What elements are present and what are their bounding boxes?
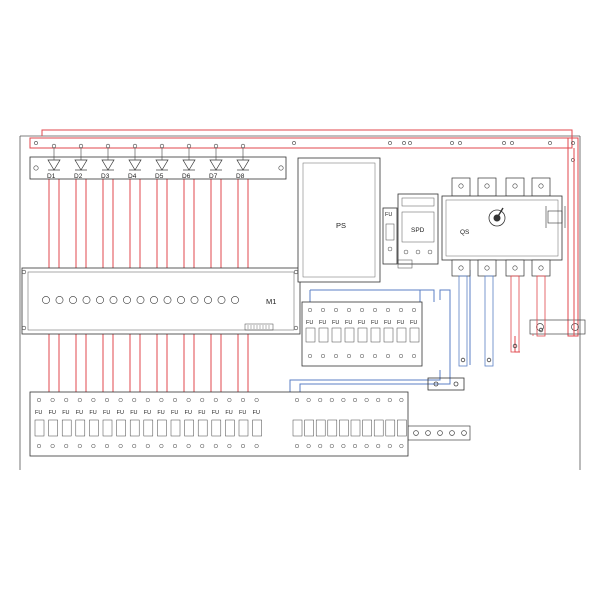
bottom-fuse-18 bbox=[292, 397, 303, 449]
bottom-fuse-19 bbox=[304, 397, 314, 449]
switch-label: QS bbox=[460, 229, 470, 236]
mid-fuse-9: FU bbox=[409, 307, 420, 359]
diode-label-5: D5 bbox=[155, 173, 164, 180]
fuse-single: FU bbox=[382, 207, 398, 265]
svg-text:FU: FU bbox=[103, 410, 110, 416]
diode-2: D2 bbox=[74, 143, 88, 180]
mid-fuse-1: FU bbox=[305, 307, 316, 359]
spd-label: SPD bbox=[411, 227, 425, 234]
bottom-fuse-23 bbox=[350, 397, 361, 449]
diode-8: D8 bbox=[236, 143, 250, 180]
svg-text:FU: FU bbox=[306, 320, 313, 326]
svg-text:FU: FU bbox=[62, 410, 69, 416]
svg-text:FU: FU bbox=[397, 320, 404, 326]
enclosure-frame bbox=[19, 135, 581, 470]
svg-text:FU: FU bbox=[89, 410, 96, 416]
diode-label-7: D7 bbox=[209, 173, 218, 180]
diode-label-8: D8 bbox=[236, 173, 245, 180]
bottom-fuse-8: FU bbox=[129, 397, 140, 449]
svg-text:FU: FU bbox=[144, 410, 151, 416]
diode-label-1: D1 bbox=[47, 173, 56, 180]
mid-fuse-2: FU bbox=[318, 307, 329, 359]
mid-fuse-4: FU bbox=[344, 307, 355, 359]
power-supply-label: PS bbox=[336, 221, 346, 230]
bottom-fuse-16: FU bbox=[238, 397, 249, 449]
svg-text:FU: FU bbox=[384, 320, 391, 326]
bottom-fuse-11: FU bbox=[170, 397, 181, 449]
svg-text:FU: FU bbox=[332, 320, 339, 326]
power-supply: PS bbox=[297, 157, 381, 283]
diode-strip: D1 D2 D3 D4 D5 D6 D7 D8 bbox=[29, 143, 287, 180]
svg-text:FU: FU bbox=[212, 410, 219, 416]
svg-text:FU: FU bbox=[358, 320, 365, 326]
bottom-fuse-4: FU bbox=[75, 397, 86, 449]
bottom-fuse-26 bbox=[385, 397, 396, 449]
bottom-fuse-20 bbox=[315, 397, 326, 449]
terminal-bar bbox=[407, 425, 471, 441]
svg-text:FU: FU bbox=[225, 410, 232, 416]
svg-text:FU: FU bbox=[171, 410, 178, 416]
bottom-fuse-5: FU bbox=[89, 397, 99, 449]
svg-text:FU: FU bbox=[345, 320, 352, 326]
switch-busbars bbox=[427, 275, 546, 391]
bottom-fuse-15: FU bbox=[225, 397, 235, 449]
svg-text:FU: FU bbox=[371, 320, 378, 326]
diode-label-4: D4 bbox=[128, 173, 137, 180]
module-m1: M1 bbox=[21, 267, 301, 335]
bottom-fuse-14: FU bbox=[211, 397, 222, 449]
surge-protector: SPD bbox=[397, 193, 439, 269]
svg-text:FU: FU bbox=[157, 410, 164, 416]
svg-text:FU: FU bbox=[198, 410, 205, 416]
top-bus-rail bbox=[29, 137, 573, 149]
bottom-fuse-6: FU bbox=[102, 397, 113, 449]
ground-bar bbox=[529, 319, 586, 336]
mid-fuse-6: FU bbox=[370, 307, 381, 359]
svg-text:FU: FU bbox=[239, 410, 246, 416]
diode-label-3: D3 bbox=[101, 173, 110, 180]
bottom-fuse-9: FU bbox=[143, 397, 154, 449]
svg-text:FU: FU bbox=[49, 410, 56, 416]
bottom-fuse-24 bbox=[362, 397, 372, 449]
diode-label-2: D2 bbox=[74, 173, 83, 180]
fuse-single-label: FU bbox=[385, 212, 392, 218]
mid-fuse-8: FU bbox=[396, 307, 407, 359]
diode-1: D1 bbox=[47, 143, 61, 180]
svg-text:FU: FU bbox=[319, 320, 326, 326]
blue-wires bbox=[289, 270, 471, 392]
svg-text:FU: FU bbox=[410, 320, 417, 326]
diode-6: D6 bbox=[182, 143, 196, 180]
bottom-fuse-1: FU bbox=[34, 397, 45, 449]
bottom-fuse-3: FU bbox=[61, 397, 72, 449]
diode-label-6: D6 bbox=[182, 173, 191, 180]
svg-text:FU: FU bbox=[253, 410, 260, 416]
bottom-fuse-7: FU bbox=[116, 397, 126, 449]
mid-fuse-7: FU bbox=[383, 307, 394, 359]
svg-text:FU: FU bbox=[76, 410, 83, 416]
diode-4: D4 bbox=[128, 143, 142, 180]
mid-fuse-3: FU bbox=[331, 307, 342, 359]
bottom-fuse-17: FU bbox=[252, 397, 262, 449]
diode-5: D5 bbox=[155, 143, 169, 180]
bottom-fuse-2: FU bbox=[48, 397, 58, 449]
fuse-strip-bottom: FU FU FU FU FU FU FU FU FU FU FU FU FU FU FU FU FU bbox=[29, 391, 409, 457]
bottom-fuse-21 bbox=[327, 397, 338, 449]
module-label: M1 bbox=[266, 297, 276, 306]
svg-text:FU: FU bbox=[117, 410, 124, 416]
mid-fuse-5: FU bbox=[357, 307, 368, 359]
fuse-group-mid: FU FU FU FU FU FU FU FU FU bbox=[301, 301, 423, 367]
isolator-switch: QS bbox=[441, 177, 566, 277]
diode-3: D3 bbox=[101, 143, 115, 180]
bottom-fuse-12: FU bbox=[184, 397, 194, 449]
bottom-fuse-27 bbox=[397, 397, 407, 449]
bottom-fuse-13: FU bbox=[197, 397, 208, 449]
bottom-fuse-10: FU bbox=[157, 397, 167, 449]
bottom-fuse-25 bbox=[373, 397, 384, 449]
svg-text:FU: FU bbox=[35, 410, 42, 416]
right-vertical-rail bbox=[567, 137, 579, 337]
bottom-fuse-22 bbox=[339, 397, 349, 449]
diode-7: D7 bbox=[209, 143, 223, 180]
svg-text:FU: FU bbox=[185, 410, 192, 416]
svg-text:FU: FU bbox=[130, 410, 137, 416]
